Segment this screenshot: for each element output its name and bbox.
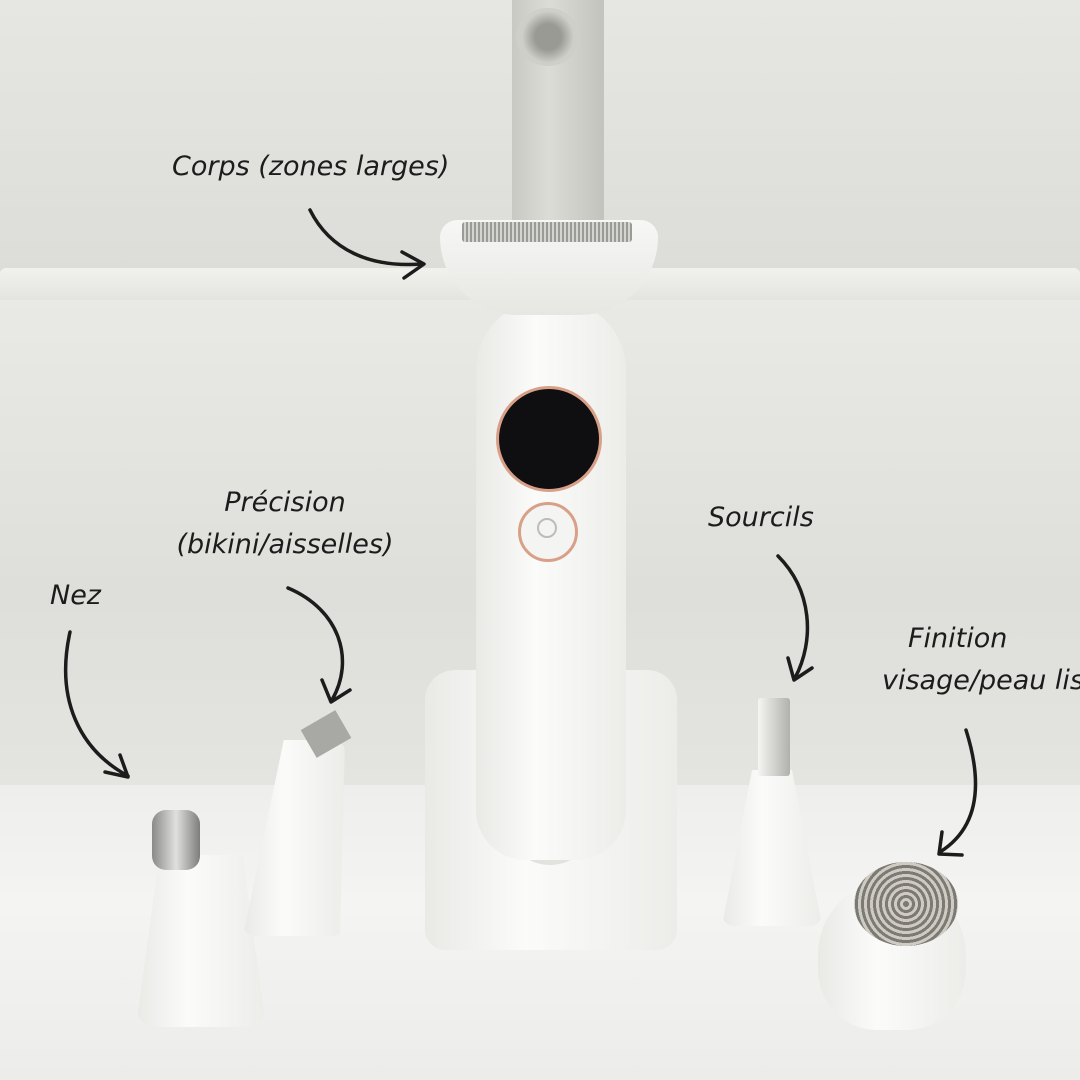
label-eyebrows: Sourcils (708, 502, 814, 533)
label-finish-line1: Finition (908, 623, 1008, 654)
label-finish: Finition visage/peau lisse (882, 618, 1080, 702)
arrow-nose (63, 630, 130, 779)
faucet-head (516, 8, 580, 66)
nose-trimmer-attachment (136, 855, 266, 1027)
label-precision-line2: (bikini/aisselles) (176, 528, 394, 560)
rotary-head (854, 862, 958, 946)
nose-trimmer-head (152, 810, 200, 870)
power-icon (537, 518, 557, 538)
label-body: Corps (zones larges) (172, 151, 450, 182)
label-finish-line2: visage/peau lisse (882, 664, 1080, 696)
arrow-finish (937, 728, 978, 857)
eyebrow-blade (758, 698, 790, 776)
label-precision: Précision (bikini/aisselles) (150, 482, 420, 566)
arrow-body (308, 208, 426, 280)
display-screen (496, 386, 602, 492)
arrow-eyebrows (776, 554, 814, 682)
blade (462, 222, 632, 242)
label-nose: Nez (50, 580, 101, 611)
arrow-precision (286, 586, 352, 704)
label-precision-line1: Précision (224, 487, 346, 518)
